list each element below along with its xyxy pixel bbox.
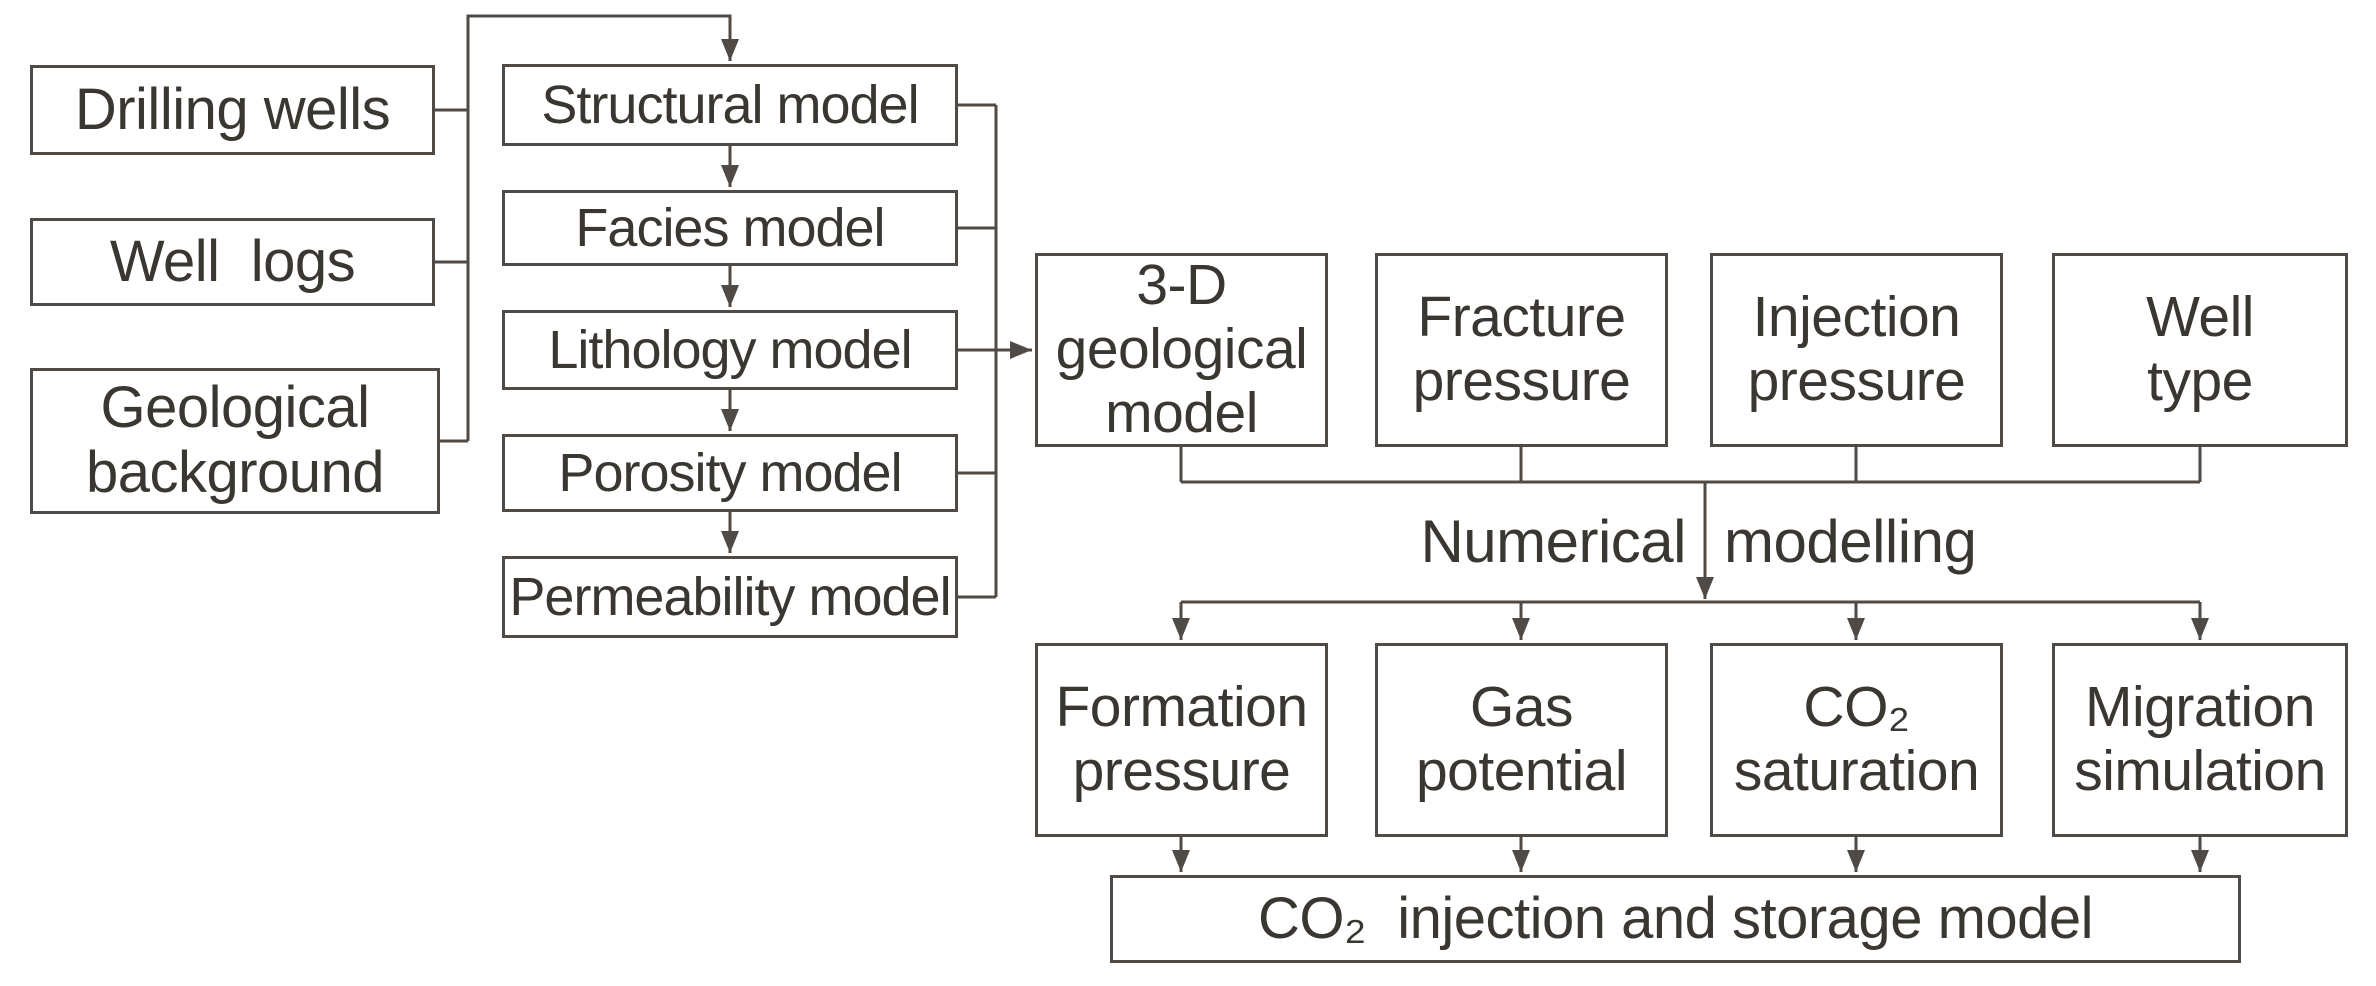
node-porosity-model-label: Porosity model [558, 442, 902, 503]
node-lithology-model-label: Lithology model [548, 319, 912, 380]
node-well-logs: Well logs [30, 218, 435, 306]
node-migration-simulation: Migration simulation [2052, 643, 2348, 837]
node-injection-pressure: Injection pressure [1710, 253, 2003, 447]
node-lithology-model: Lithology model [502, 310, 958, 390]
node-co2-injection-storage-model: CO₂ injection and storage model [1110, 875, 2241, 963]
node-gas-potential-label: Gas potential [1415, 675, 1628, 803]
node-geological-background: Geological background [30, 368, 440, 514]
node-formation-pressure-label: Formation pressure [1055, 675, 1308, 803]
node-structural-model: Structural model [502, 64, 958, 146]
node-injection-pressure-label: Injection pressure [1747, 285, 1966, 413]
node-drilling-wells-label: Drilling wells [74, 76, 391, 142]
node-co2-saturation-label: CO₂ saturation [1733, 675, 1980, 803]
node-facies-model: Facies model [502, 190, 958, 266]
node-drilling-wells: Drilling wells [30, 65, 435, 155]
node-3d-geological-model: 3-D geological model [1035, 253, 1328, 447]
node-permeability-model: Permeability model [502, 556, 958, 638]
node-fracture-pressure-label: Fracture pressure [1412, 285, 1631, 413]
node-migration-simulation-label: Migration simulation [2074, 675, 2326, 803]
node-facies-model-label: Facies model [575, 197, 885, 258]
node-co2-injection-storage-model-label: CO₂ injection and storage model [1257, 885, 2094, 951]
node-fracture-pressure: Fracture pressure [1375, 253, 1668, 447]
node-formation-pressure: Formation pressure [1035, 643, 1328, 837]
node-well-type-label: Well type [2146, 285, 2254, 413]
numerical-modelling-label-word1: Numerical [1420, 508, 1686, 575]
node-permeability-model-label: Permeability model [509, 566, 951, 627]
node-well-type: Well type [2052, 253, 2348, 447]
numerical-modelling-label-word2: modelling [1724, 508, 1977, 575]
node-co2-saturation: CO₂ saturation [1710, 643, 2003, 837]
node-3d-geological-model-label: 3-D geological model [1055, 253, 1308, 445]
node-geological-background-label: Geological background [85, 375, 385, 505]
node-gas-potential: Gas potential [1375, 643, 1668, 837]
node-structural-model-label: Structural model [541, 74, 919, 135]
node-porosity-model: Porosity model [502, 434, 958, 512]
node-well-logs-label: Well logs [109, 228, 356, 294]
